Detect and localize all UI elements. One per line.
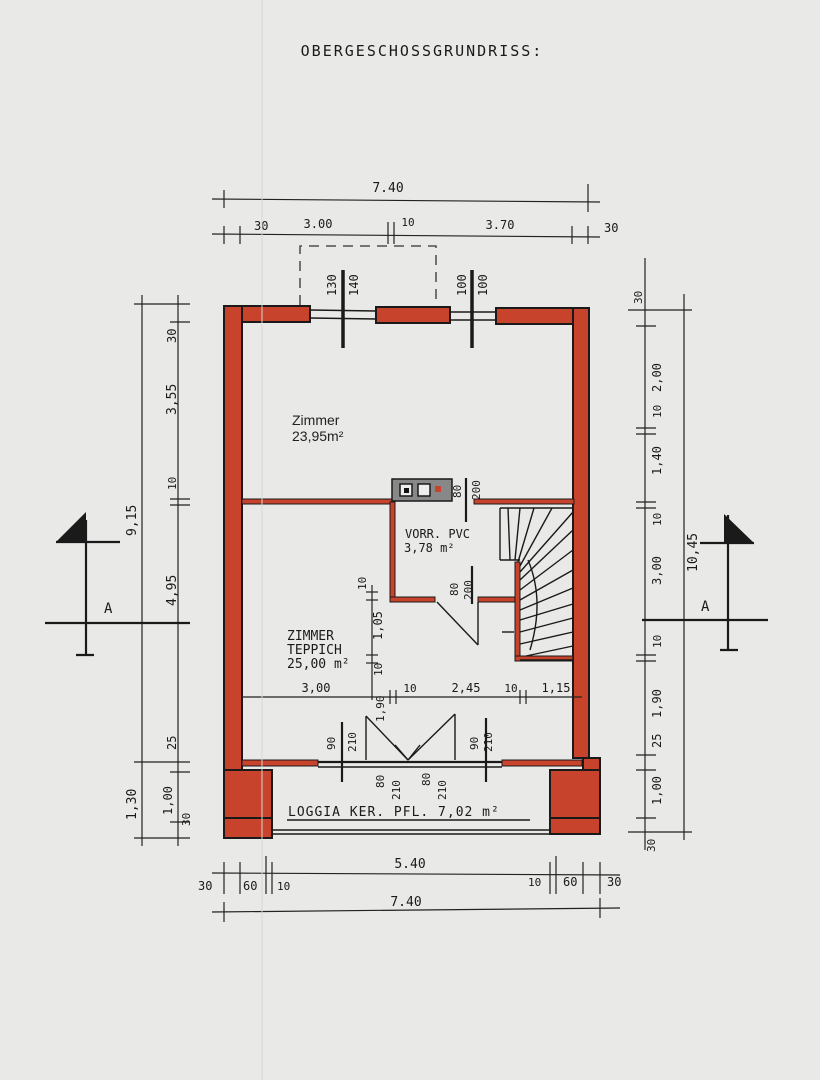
inner-v2: 1,05	[371, 611, 385, 640]
left-loggia-seg: 1,00	[161, 786, 175, 815]
bottom-left-pier: 60	[243, 879, 257, 893]
window2-height: 100	[476, 274, 490, 296]
loggia-door4-width: 90	[468, 737, 481, 750]
window2-width: 100	[455, 274, 469, 296]
right-top-wall: 30	[632, 291, 645, 304]
right-seg9: 1,00	[650, 776, 664, 805]
top-right-wall-dim: 30	[604, 221, 618, 235]
bottom-right-gap: 10	[528, 876, 541, 889]
bottom-inner-dim: 5.40	[394, 857, 425, 872]
loggia-door3-width: 80	[420, 773, 433, 786]
inner-v1: 10	[356, 577, 369, 590]
walls	[223, 305, 601, 839]
right-dimensions: 30 2,00 10 1,40 10 10,45 3,00 10 1,90 25…	[628, 258, 701, 852]
right-seg1: 2,00	[650, 363, 664, 392]
door-vorr2-height: 200	[462, 580, 475, 600]
right-seg2: 10	[651, 405, 664, 418]
bottom-left-gap: 10	[277, 880, 290, 893]
section-marker-right: A	[642, 514, 768, 652]
top-mid-wall-dim: 10	[401, 216, 414, 229]
right-seg4: 10	[651, 513, 664, 526]
top-dimensions: 7.40 30 3.00 10 3.70 30	[211, 181, 618, 244]
room-loggia: LOGGIA KER. PFL. 7,02 m²	[288, 805, 500, 820]
inner-v4: 1,90	[374, 696, 387, 723]
left-dimensions: 30 3,55 10 9,15 4,95 25 1,30 1,00 30	[125, 295, 193, 846]
room-vorraum-name: VORR. PVC	[405, 527, 470, 541]
bottom-dimensions: 5.40 30 60 10 10 60 30 7.40	[198, 856, 621, 922]
section-marker-left: A	[45, 512, 190, 657]
door-vorr2-width: 80	[448, 583, 461, 596]
room-zimmer-main-floor: TEPPICH	[287, 643, 342, 658]
room-zimmer-main-name: ZIMMER	[287, 629, 334, 644]
loggia-door4-height: 210	[482, 732, 495, 752]
inner-h-b: 10	[403, 682, 416, 695]
room-zimmer-top-name: Zimmer	[292, 412, 340, 428]
bottom-overall-dim: 7.40	[390, 895, 421, 910]
projection-dashed-outline	[299, 245, 437, 305]
inner-h-c: 2,45	[452, 681, 481, 695]
loggia-door2-height: 210	[390, 780, 403, 800]
top-left-wall-dim: 30	[254, 219, 268, 233]
chimney-shaft	[391, 478, 453, 502]
inner-vertical-dims: 10 1,05 10 1,90	[356, 577, 387, 722]
left-seg2: 10	[166, 477, 179, 490]
inner-horizontal-dims: 3,00 10 2,45 10 1,15	[242, 681, 582, 704]
left-seg3: 4,95	[165, 575, 180, 606]
room-vorraum-area: 3,78 m²	[404, 541, 455, 555]
left-bottom-wall: 30	[180, 813, 193, 826]
inner-h-d: 10	[504, 682, 517, 695]
top-right-seg-dim: 3.70	[486, 218, 515, 232]
top-left-seg-dim: 3.00	[304, 217, 333, 231]
inner-h-e: 1,15	[542, 681, 571, 695]
loggia-doors: 90 210 80 210 80 210 90 210	[318, 713, 502, 800]
loggia-door1-width: 90	[325, 737, 338, 750]
section-label-right: A	[701, 599, 710, 615]
door-vorr-height: 200	[470, 480, 483, 500]
right-bottom-wall: 30	[645, 839, 658, 852]
left-seg1: 3,55	[165, 384, 180, 415]
door-vorr-width: 80	[451, 485, 464, 498]
loggia-door2-width: 80	[374, 775, 387, 788]
bottom-left-wall: 30	[198, 879, 212, 893]
right-seg6: 10	[651, 635, 664, 648]
window1-height: 140	[347, 274, 361, 296]
top-overall-dim: 7.40	[372, 181, 403, 196]
vorraum-door: 80 200	[436, 566, 479, 646]
right-seg3: 1,40	[650, 446, 664, 475]
staircase	[499, 507, 574, 661]
left-loggia-total: 1,30	[125, 789, 140, 820]
loggia-door1-height: 210	[346, 732, 359, 752]
inner-h-a: 3,00	[302, 681, 331, 695]
left-overall: 9,15	[125, 505, 140, 536]
section-label-left: A	[104, 601, 113, 617]
right-seg8: 25	[650, 734, 664, 748]
plan-title: OBERGESCHOSSGRUNDRISS:	[301, 42, 544, 60]
right-overall: 10,45	[686, 533, 701, 572]
bottom-right-wall: 30	[607, 875, 621, 889]
room-zimmer-main-area: 25,00 m²	[287, 657, 350, 672]
loggia-door3-height: 210	[436, 780, 449, 800]
right-seg7: 1,90	[650, 689, 664, 718]
left-seg4: 25	[165, 736, 179, 750]
inner-v3: 10	[372, 663, 385, 676]
top-windows: 130 140 100 100	[309, 270, 496, 348]
window1-width: 130	[325, 274, 339, 296]
right-seg5: 3,00	[650, 556, 664, 585]
bottom-right-pier: 60	[563, 875, 577, 889]
room-zimmer-top-area: 23,95m²	[292, 428, 344, 444]
left-top-wall: 30	[165, 329, 179, 343]
